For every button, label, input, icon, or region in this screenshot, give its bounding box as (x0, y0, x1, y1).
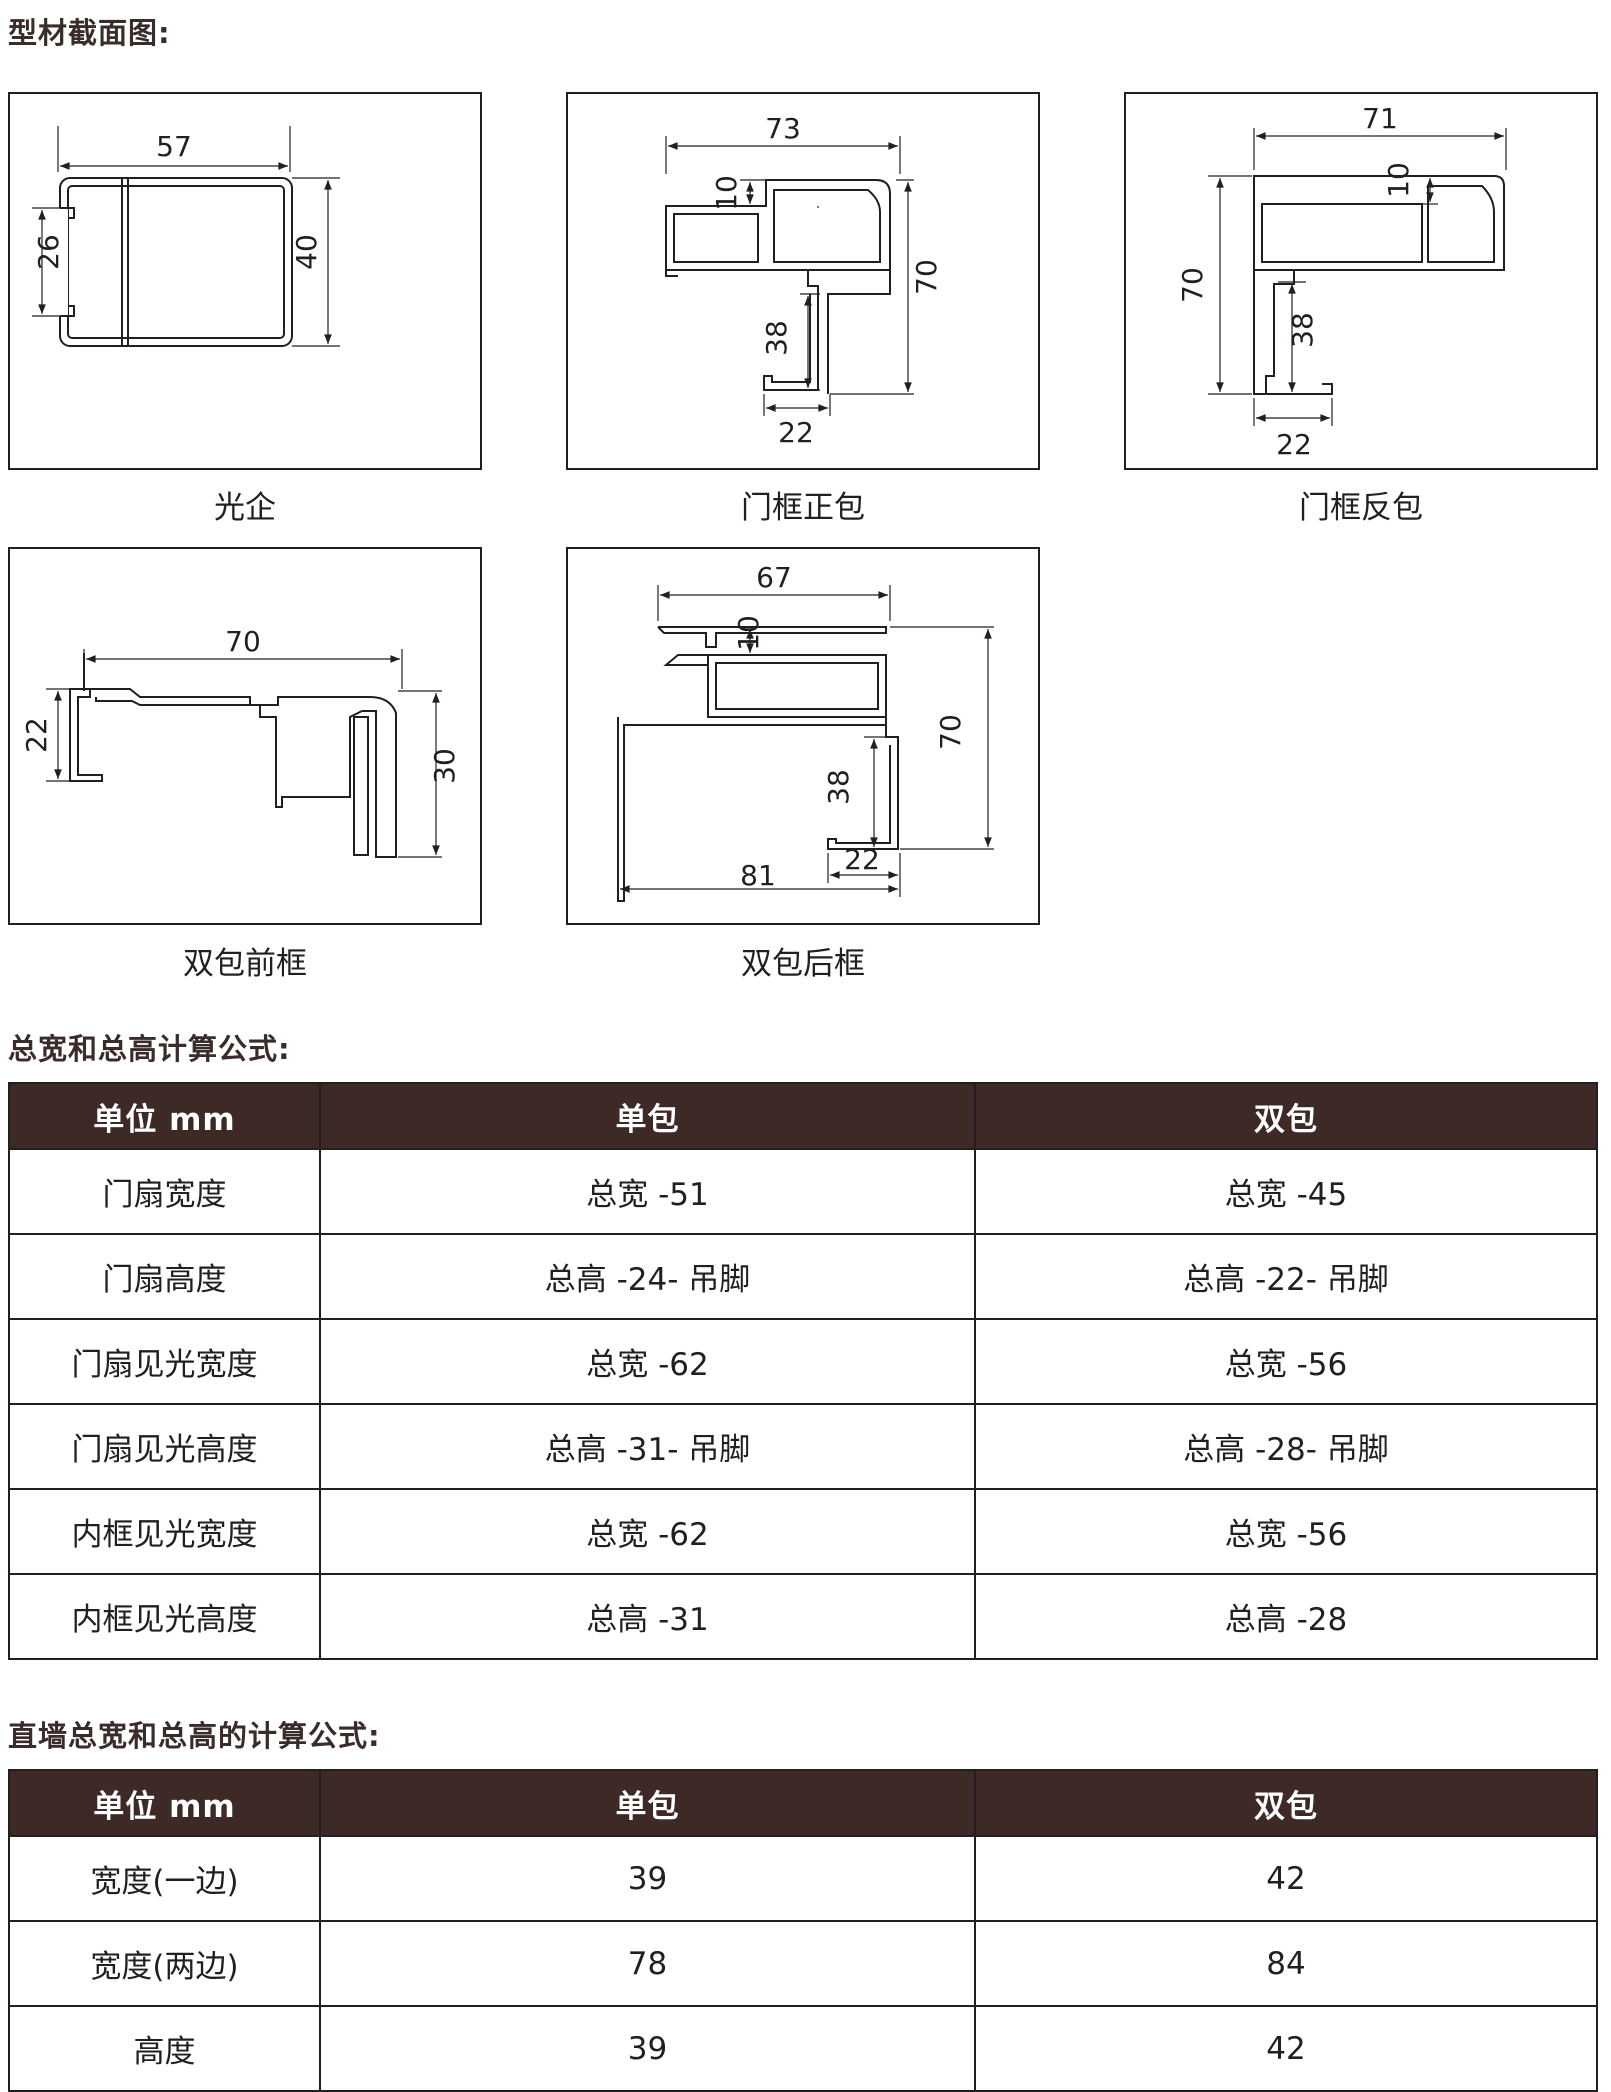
table-row: 门扇高度 总高 -24- 吊脚 总高 -22- 吊脚 (8, 1233, 1598, 1320)
dim-left-height: 26 (32, 234, 65, 270)
dim-left-height: 22 (20, 717, 53, 753)
profile-caption-zhengbao: 门框正包 (741, 490, 865, 526)
profiles-section-title: 型材截面图: (8, 16, 171, 50)
dim-top-width: 73 (765, 112, 801, 145)
table-header-row: 单位 mm 单包 双包 (8, 1769, 1598, 1837)
row-label: 内框见光宽度 (8, 1488, 321, 1575)
row-label: 高度 (8, 2005, 321, 2092)
profile-drawing-zhengbao: 73 10 38 70 22 (665, 112, 943, 449)
dim-top-width: 71 (1362, 102, 1398, 135)
wall-table: 单位 mm 单包 双包 宽度(一边) 39 42 宽度(两边) 78 84 高度… (8, 1769, 1598, 2092)
dim-total-height: 70 (1176, 267, 1209, 303)
table-row: 门扇见光宽度 总宽 -62 总宽 -56 (8, 1318, 1598, 1405)
profile-caption-fanbao: 门框反包 (1299, 490, 1423, 526)
header-single: 单包 (319, 1082, 976, 1150)
table-row: 门扇见光高度 总高 -31- 吊脚 总高 -28- 吊脚 (8, 1403, 1598, 1490)
dim-foot-width: 22 (1276, 428, 1312, 461)
double-value: 总高 -28 (974, 1573, 1598, 1660)
row-label: 宽度(两边) (8, 1920, 321, 2007)
dim-foot-width: 22 (778, 416, 814, 449)
formula-table: 单位 mm 单包 双包 门扇宽度 总宽 -51 总宽 -45 门扇高度 总高 -… (8, 1082, 1598, 1660)
dim-leg-height: 38 (760, 320, 793, 356)
dim-top-width: 67 (756, 561, 792, 594)
wall-section-title: 直墙总宽和总高的计算公式: (8, 1719, 381, 1753)
table-row: 内框见光高度 总高 -31 总高 -28 (8, 1573, 1598, 1660)
profile-caption-qiankuang: 双包前框 (183, 946, 307, 982)
dim-lip-height: 10 (710, 175, 743, 211)
dim-lip-height: 10 (1382, 162, 1415, 198)
row-label: 门扇见光高度 (8, 1403, 321, 1490)
dim-width: 70 (225, 625, 261, 658)
double-value: 总高 -22- 吊脚 (974, 1233, 1598, 1320)
header-unit: 单位 mm (8, 1769, 321, 1837)
profile-drawing-houkuang: 67 10 38 70 22 81 (617, 561, 994, 902)
single-value: 总高 -31- 吊脚 (319, 1403, 976, 1490)
single-value: 总宽 -62 (319, 1488, 976, 1575)
dim-right-height: 40 (290, 234, 323, 270)
profile-drawing-qiankuang: 70 22 30 (20, 625, 461, 858)
single-value: 39 (319, 1835, 976, 1922)
double-value: 84 (974, 1920, 1598, 2007)
dim-total-width: 81 (740, 859, 776, 892)
profile-diagram-houkuang: 67 10 38 70 22 81 (566, 547, 1040, 925)
dim-right-height: 30 (428, 748, 461, 784)
profile-caption-houkuang: 双包后框 (741, 946, 865, 982)
dim-leg-height: 38 (822, 769, 855, 805)
profile-diagram-fanbao: 71 10 38 70 22 (1124, 92, 1598, 470)
double-value: 总宽 -56 (974, 1318, 1598, 1405)
dim-lip-height: 10 (732, 615, 765, 651)
single-value: 总宽 -62 (319, 1318, 976, 1405)
profile-drawing-fanbao: 71 10 38 70 22 (1176, 102, 1507, 461)
row-label: 宽度(一边) (8, 1835, 321, 1922)
formula-section-title: 总宽和总高计算公式: (8, 1032, 291, 1066)
table-row: 门扇宽度 总宽 -51 总宽 -45 (8, 1148, 1598, 1235)
row-label: 门扇高度 (8, 1233, 321, 1320)
double-value: 总高 -28- 吊脚 (974, 1403, 1598, 1490)
double-value: 总宽 -56 (974, 1488, 1598, 1575)
dim-leg-height: 38 (1286, 312, 1319, 348)
dim-total-height: 70 (910, 259, 943, 295)
header-double: 双包 (974, 1769, 1598, 1837)
profile-diagram-qiankuang: 70 22 30 (8, 547, 482, 925)
row-label: 内框见光高度 (8, 1573, 321, 1660)
double-value: 总宽 -45 (974, 1148, 1598, 1235)
profile-drawing-guangqi: 57 26 40 (32, 126, 340, 347)
double-value: 42 (974, 2005, 1598, 2092)
header-unit: 单位 mm (8, 1082, 321, 1150)
row-label: 门扇见光宽度 (8, 1318, 321, 1405)
single-value: 总高 -31 (319, 1573, 976, 1660)
single-value: 总高 -24- 吊脚 (319, 1233, 976, 1320)
header-double: 双包 (974, 1082, 1598, 1150)
header-single: 单包 (319, 1769, 976, 1837)
single-value: 39 (319, 2005, 976, 2092)
profile-caption-guangqi: 光企 (214, 490, 276, 526)
table-row: 内框见光宽度 总宽 -62 总宽 -56 (8, 1488, 1598, 1575)
dim-foot-width: 22 (844, 843, 880, 876)
single-value: 78 (319, 1920, 976, 2007)
table-row: 宽度(一边) 39 42 (8, 1835, 1598, 1922)
profile-diagram-guangqi: 57 26 40 (8, 92, 482, 470)
dim-width: 57 (156, 130, 192, 163)
table-row: 宽度(两边) 78 84 (8, 1920, 1598, 2007)
dim-total-height: 70 (934, 714, 967, 750)
double-value: 42 (974, 1835, 1598, 1922)
table-row: 高度 39 42 (8, 2005, 1598, 2092)
single-value: 总宽 -51 (319, 1148, 976, 1235)
profile-diagram-zhengbao: 73 10 38 70 22 (566, 92, 1040, 470)
row-label: 门扇宽度 (8, 1148, 321, 1235)
table-header-row: 单位 mm 单包 双包 (8, 1082, 1598, 1150)
